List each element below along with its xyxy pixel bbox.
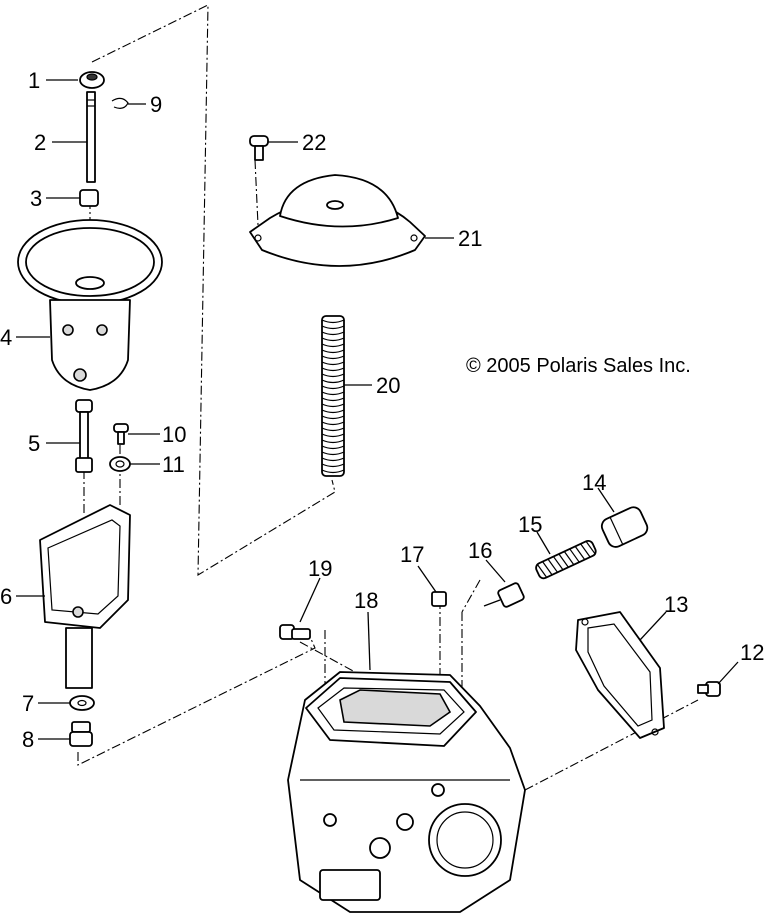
part-15-spring <box>535 539 597 580</box>
part-4-diaphragm <box>17 219 163 391</box>
spring-coil <box>569 548 580 563</box>
spring-coil <box>563 551 575 566</box>
part-5-bolt <box>75 399 93 473</box>
callout-22: 22 <box>302 130 326 155</box>
callout-4: 4 <box>0 325 12 350</box>
callout-5: 5 <box>28 431 40 456</box>
spring-coil <box>321 427 345 432</box>
part-19-screw <box>279 624 311 640</box>
callout-11: 11 <box>162 452 185 477</box>
spring-coil <box>321 319 345 324</box>
spring-coil <box>321 463 345 468</box>
copyright-notice: © 2005 Polaris Sales Inc. <box>466 355 691 377</box>
part-2-needle <box>86 91 96 183</box>
spring-coil <box>321 355 345 360</box>
part-21-cover <box>249 174 426 267</box>
spring-coil <box>321 385 345 390</box>
callout-2: 2 <box>34 130 46 155</box>
spring-coil <box>321 433 345 438</box>
spring-coil <box>321 445 345 450</box>
spring-coil <box>321 349 345 354</box>
callout-20: 20 <box>376 373 400 398</box>
spring-coil <box>321 409 345 414</box>
spring-coil <box>542 561 553 576</box>
part-17-jet <box>431 591 447 607</box>
part-12-screw <box>697 681 721 697</box>
spring-coil <box>321 421 345 426</box>
part-1-cap <box>79 71 105 89</box>
spring-coil <box>321 325 345 330</box>
spring-coil <box>321 469 345 474</box>
part-16-valve <box>483 582 525 608</box>
spring-coil <box>547 558 558 573</box>
part-10-screw <box>113 423 129 445</box>
callout-12: 12 <box>740 640 764 665</box>
spring-coil <box>321 451 345 456</box>
spring-coil <box>536 563 548 578</box>
spring-coil <box>580 543 591 558</box>
part-3-washer <box>79 189 99 207</box>
part-14-plunger <box>600 506 649 548</box>
part-20-spring <box>321 315 345 477</box>
part-22-screw <box>249 135 269 161</box>
part-7-washer <box>69 695 95 711</box>
callout-1: 1 <box>28 68 40 93</box>
part-9-clip <box>111 97 129 109</box>
part-8-jet <box>69 721 93 747</box>
callout-17: 17 <box>400 542 424 567</box>
spring-coil <box>321 457 345 462</box>
spring-coil <box>321 367 345 372</box>
spring-coil <box>321 439 345 444</box>
spring-coil <box>321 337 345 342</box>
callout-19: 19 <box>308 556 332 581</box>
callout-21: 21 <box>458 226 482 251</box>
spring-coil <box>574 546 586 560</box>
spring-coil <box>321 391 345 396</box>
spring-coil <box>585 540 597 555</box>
callout-16: 16 <box>468 538 492 563</box>
callout-labels: 1 9 2 3 4 5 10 11 6 7 8 22 21 20 © 2005 … <box>0 68 764 752</box>
part-13-gasket <box>575 611 665 739</box>
callout-9: 9 <box>150 92 162 117</box>
leader-lines <box>16 79 739 740</box>
spring-coil <box>321 397 345 402</box>
callout-10: 10 <box>162 422 186 447</box>
spring-coil <box>321 403 345 408</box>
part-11-lockwasher <box>109 456 131 472</box>
spring-coil <box>321 361 345 366</box>
callout-18: 18 <box>354 588 378 613</box>
spring-coil <box>558 553 569 568</box>
spring-coil <box>321 331 345 336</box>
part-6-holder <box>39 504 131 689</box>
callout-15: 15 <box>518 512 542 537</box>
callout-6: 6 <box>0 584 12 609</box>
part-18-carb-body <box>287 671 526 913</box>
callout-8: 8 <box>22 727 34 752</box>
spring-coil <box>552 556 564 571</box>
spring-coil <box>321 379 345 384</box>
callout-7: 7 <box>22 691 34 716</box>
callout-14: 14 <box>582 470 606 495</box>
callout-3: 3 <box>30 186 42 211</box>
spring-coil <box>321 373 345 378</box>
spring-coil <box>321 415 345 420</box>
spring-coil <box>321 343 345 348</box>
callout-13: 13 <box>664 592 688 617</box>
